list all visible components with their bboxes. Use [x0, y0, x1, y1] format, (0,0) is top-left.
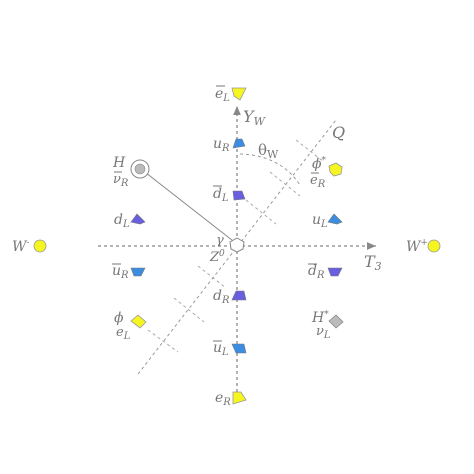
phi-label: ϕ [114, 310, 124, 326]
particle-d-r: dR [213, 288, 247, 306]
dbar-l-marker [232, 190, 246, 201]
q-tick-2 [269, 171, 301, 197]
particle-u-l: uL [312, 212, 343, 230]
yw-axis-label: YW [243, 107, 267, 128]
e-l-label: eL [116, 325, 131, 342]
w-minus-label: W- [12, 238, 29, 255]
particle-u-r: uR [213, 136, 246, 154]
theta-w-label: θW [258, 141, 279, 161]
q-tick-4 [197, 265, 227, 289]
particle-dbar-r: dR [308, 263, 343, 281]
d-l-label: dL [114, 212, 130, 230]
ubar-r-marker [130, 267, 146, 277]
gauge-boson-marker [229, 237, 245, 253]
q-tick-5 [173, 297, 205, 323]
q-tick-6 [147, 329, 179, 353]
d-r-marker [231, 290, 247, 301]
particle-ubar-l: uL [213, 340, 247, 358]
phistar-label: ϕ* [312, 156, 327, 172]
w-plus-boson: W+ [406, 238, 441, 255]
e-r-marker [232, 391, 247, 405]
particle-dbar-l: dL [213, 185, 246, 204]
e-r-label: eR [215, 390, 231, 408]
particle-e-r: eR [215, 390, 247, 408]
dbar-r-marker [327, 267, 343, 277]
u-r-marker [232, 138, 246, 149]
ebar-l-marker [231, 87, 247, 101]
pair-hstar-nu-l: H* νL [311, 310, 344, 341]
u-r-label: uR [213, 136, 230, 154]
nu-l-label: νL [316, 324, 331, 341]
u-l-marker [327, 213, 343, 225]
phi-marker [130, 314, 147, 329]
particle-d-l: dL [114, 212, 146, 230]
q-axis-label: Q [332, 123, 345, 142]
ubar-r-label: uR [112, 263, 129, 281]
particle-ubar-r: uR [112, 263, 146, 281]
hstar-marker [328, 314, 344, 329]
u-l-label: uL [312, 212, 328, 230]
hstar-label: H* [311, 310, 329, 326]
h-label: H [112, 155, 126, 171]
theta-arc [239, 153, 301, 186]
w-plus-label: W+ [406, 238, 428, 255]
w-minus-circle [33, 239, 47, 253]
pair-phi-e-l: ϕ eL [114, 310, 147, 342]
ubar-l-label: uL [213, 340, 229, 358]
ebar-r-label: eR [310, 173, 326, 190]
t3-axis-label: T3 [364, 252, 382, 273]
higgs-vev-line [140, 168, 238, 245]
pair-phistar-ebar-r: ϕ* eR [310, 156, 343, 190]
pair-h-nubar-r: H νR [112, 155, 150, 189]
ubar-l-marker [231, 343, 247, 354]
dbar-r-label: dR [308, 263, 325, 281]
w-minus-boson: W- [12, 238, 47, 255]
photon-label: γ [216, 233, 224, 248]
z-boson-label: Z0 [209, 249, 225, 265]
dbar-l-label: dL [213, 186, 229, 204]
q-tick-3 [245, 199, 277, 225]
higgs-inner [134, 163, 146, 175]
phistar-marker [328, 162, 343, 177]
particle-ebar-l: eL [215, 85, 247, 104]
d-r-label: dR [213, 288, 230, 306]
w-plus-circle [427, 239, 441, 253]
ebar-l-label: eL [215, 86, 230, 104]
nubar-r-label: νR [113, 172, 129, 189]
d-l-marker [130, 213, 146, 225]
